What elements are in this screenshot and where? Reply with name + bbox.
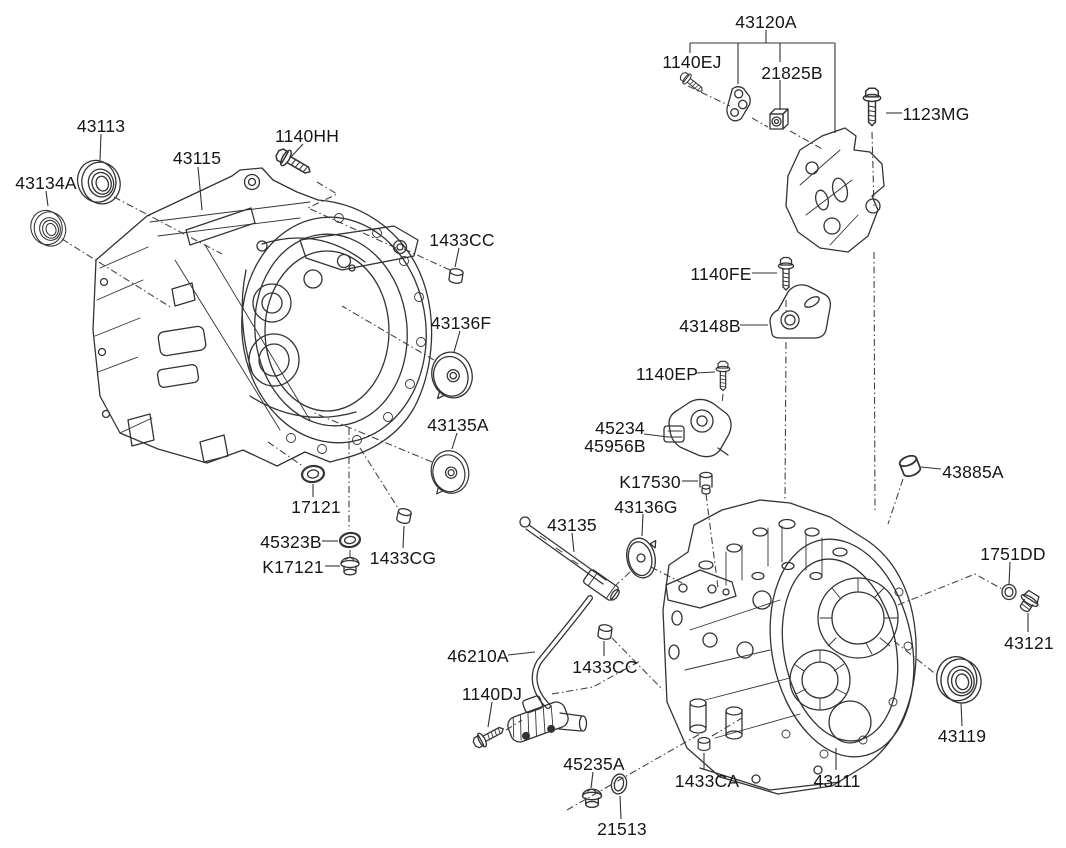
bolt-1140FE xyxy=(777,256,795,291)
bolt-1140HH xyxy=(272,144,315,181)
part-label-43120A: 43120A xyxy=(735,12,797,32)
ring-45323B xyxy=(338,531,362,549)
callout-leader-lines xyxy=(45,30,1029,820)
part-label-45956B: 45956B xyxy=(584,436,646,456)
part-label-1433CC-lower: 1433CC xyxy=(572,657,638,677)
oil-seal-43113 xyxy=(71,153,127,211)
part-label-43134A: 43134A xyxy=(15,173,77,193)
plug-1433CC-upper xyxy=(447,267,465,285)
plug-K17530 xyxy=(699,471,713,495)
part-label-43136G: 43136G xyxy=(614,497,678,517)
cover-plate-43136G xyxy=(626,537,657,579)
part-label-1140HH: 1140HH xyxy=(274,126,340,146)
plug-45235A xyxy=(581,788,603,809)
part-label-45323B: 45323B xyxy=(260,532,322,552)
part-label-K17121: K17121 xyxy=(262,557,324,577)
bracket-plate-43120A-sub xyxy=(726,86,751,122)
sensor-45234-45956B xyxy=(663,398,732,458)
part-label-43115: 43115 xyxy=(172,148,222,168)
speed-sensor-46210A xyxy=(507,595,593,743)
part-label-1751DD: 1751DD xyxy=(980,544,1046,564)
oil-seal-43134A xyxy=(25,204,71,252)
cover-plate-43135A xyxy=(425,445,475,499)
part-label-46210A: 46210A xyxy=(447,646,509,666)
plug-1433CG xyxy=(395,506,413,526)
part-label-43121: 43121 xyxy=(1004,633,1054,653)
o-ring-21513 xyxy=(610,773,628,795)
bolt-1140DJ xyxy=(470,721,508,752)
plug-1433CC-lower xyxy=(596,623,614,641)
washer-17121 xyxy=(300,464,326,484)
part-label-1123MG: 1123MG xyxy=(902,104,970,124)
part-label-43119: 43119 xyxy=(937,726,987,746)
bracket-43148B xyxy=(769,284,832,339)
part-label-43136F: 43136F xyxy=(430,313,492,333)
plug-K17121 xyxy=(340,556,360,576)
bolt-1140EP xyxy=(715,360,731,392)
part-label-43135A: 43135A xyxy=(427,415,489,435)
cover-plate-43136F xyxy=(426,346,478,404)
oil-seal-43119 xyxy=(931,651,986,709)
part-label-K17530: K17530 xyxy=(619,472,681,492)
part-label-1140FE: 1140FE xyxy=(690,264,752,284)
part-label-43148B: 43148B xyxy=(679,316,741,336)
part-label-1140EJ: 1140EJ xyxy=(662,52,722,72)
part-label-45235A: 45235A xyxy=(563,754,625,774)
dynamic-damper-21825B xyxy=(769,108,789,130)
part-label-1140EP: 1140EP xyxy=(635,364,699,384)
part-label-43885A: 43885A xyxy=(942,462,1004,482)
part-label-45234: 45234 xyxy=(595,418,645,438)
transmission-case-43111 xyxy=(662,499,917,795)
assembly-axis-lines xyxy=(61,85,1003,811)
part-label-17121: 17121 xyxy=(291,497,341,517)
o-ring-1751DD xyxy=(1001,583,1017,601)
part-label-43113: 43113 xyxy=(76,116,126,136)
part-label-1140DJ: 1140DJ xyxy=(461,684,523,704)
plug-1433CA xyxy=(697,736,711,752)
part-label-43111: 43111 xyxy=(813,771,861,791)
bolt-1123MG xyxy=(862,87,882,127)
part-label-1433CC-upper: 1433CC xyxy=(429,230,495,250)
part-label-1433CA: 1433CA xyxy=(674,771,740,791)
drain-plug-43121 xyxy=(1019,589,1040,613)
part-label-43135: 43135 xyxy=(547,515,597,535)
cap-43885A xyxy=(897,452,923,480)
part-label-21513: 21513 xyxy=(597,819,647,839)
oil-level-gauge-43135 xyxy=(519,516,620,601)
transaxle-case-43115 xyxy=(92,167,433,467)
mounting-bracket-43120A xyxy=(785,127,885,253)
part-label-21825B: 21825B xyxy=(761,63,823,83)
bolt-1140EJ xyxy=(677,69,707,97)
part-label-1433CG: 1433CG xyxy=(369,548,437,568)
